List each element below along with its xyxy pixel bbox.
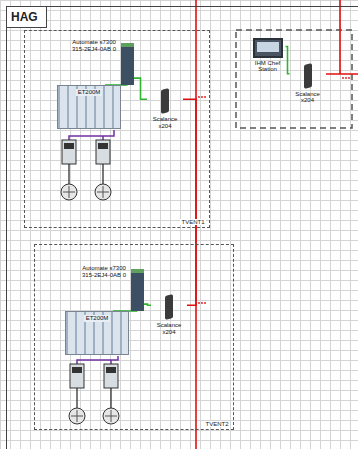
port-dots [198,77,350,304]
hmi-panel: IHM Chef Station [250,38,286,74]
zone-box: TVENT2 Automate s7300 315-2EJ4-0AB 0 ET200… [34,244,234,430]
screen-glass [257,42,279,52]
zone-label: TVENT1 [180,219,205,225]
network-link [286,46,290,73]
network-link [144,304,151,305]
network-switch: Scalance x204 [290,64,326,105]
switch-icon [165,294,173,320]
link-line [286,46,290,73]
switch-label: Scalance x204 [147,116,183,130]
switch-label: Scalance x204 [151,322,187,336]
io-rack: ET200M [57,85,121,129]
switch-icon [304,63,312,89]
plc-label: Automate s7300 315-2EJ4-0AB 0 [69,39,119,53]
site-frame: HAGTVENT1Automate s7300 315-2EJ4-0AB 0ET… [6,6,358,449]
drives-1 [61,130,114,200]
plc-unit: Automate s7300 315-2EJ4-0AB 0 [69,39,134,85]
plc-unit: Automate s7300 315-2EJ4-0AB 0 [79,265,144,311]
plc-label: Automate s7300 315-2EJ4-0AB 0 [79,265,129,279]
network-switch: Scalance x204 [151,295,187,336]
link-line [134,78,147,99]
screen-icon [253,38,283,58]
hmi-label: IHM Chef Station [250,60,286,74]
rack-label: ET200M [84,315,111,322]
link-line [183,99,196,305]
hmi-zone [236,30,352,128]
plc-icon [131,269,144,311]
io-rack: ET200M [65,311,129,355]
rack-label: ET200M [76,89,103,96]
zone-label: TVENT2 [204,421,229,427]
switch-label: Scalance x204 [290,91,326,105]
network-link [134,78,147,99]
switch-icon [161,88,169,114]
site-label: HAG [7,7,47,28]
drives-2 [69,356,119,424]
link-line [144,304,151,305]
network-link [183,99,196,305]
network-switch: Scalance x204 [147,89,183,130]
zone-box: TVENT1 Automate s7300 315-2EJ4-0AB 0 ET200… [24,30,210,228]
ethernet-trunk [196,0,358,449]
plc-icon [121,43,134,85]
